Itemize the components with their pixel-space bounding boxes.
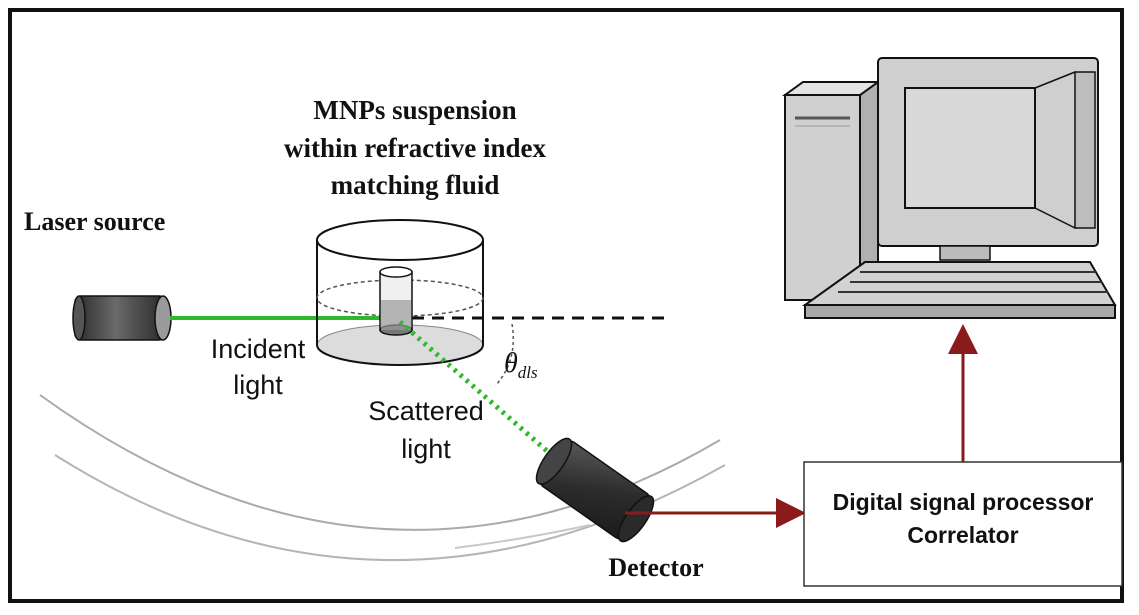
scattered-light-label-line2: light (401, 434, 451, 464)
detector-icon (535, 437, 655, 543)
laser-source-label: Laser source (24, 207, 165, 236)
scattered-light-label-line1: Scattered (368, 396, 484, 426)
dsp-box (803, 461, 1123, 587)
theta-label: θdls (504, 348, 538, 382)
laser-source-icon (72, 295, 172, 341)
dsp-label-line1: Digital signal processor (833, 489, 1094, 515)
mnp-title-line1: MNPs suspension (313, 95, 516, 125)
scattered-beam (398, 320, 557, 460)
theta-symbol: θ (504, 348, 518, 379)
incident-light-label-line1: Incident (211, 334, 306, 364)
dsp-label-line2: Correlator (907, 522, 1018, 548)
scattering-angle-arc (495, 323, 515, 386)
theta-subscript: dls (518, 363, 538, 382)
mnp-title-line3: matching fluid (331, 170, 500, 200)
mnp-title-line2: within refractive index (284, 133, 546, 163)
detector-label: Detector (608, 553, 703, 582)
sample-cuvette-icon (316, 219, 484, 366)
computer-icon (781, 57, 1117, 319)
incident-light-label-line2: light (233, 370, 283, 400)
